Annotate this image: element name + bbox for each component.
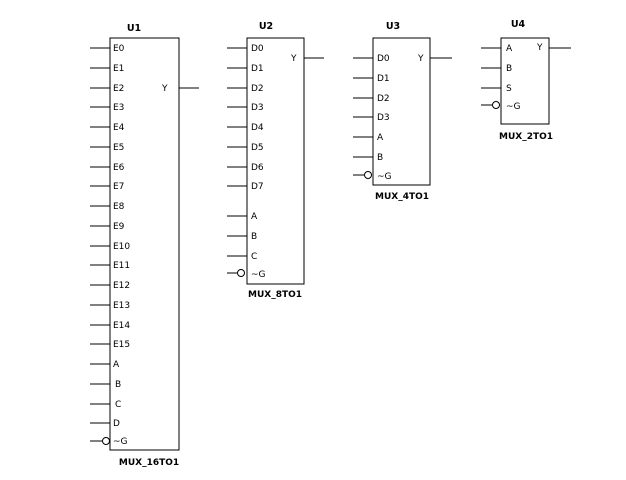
- part-name-u2: MUX_8TO1: [248, 290, 302, 300]
- pin-label: E14: [113, 321, 130, 331]
- component-u1[interactable]: U1 E0 E1 E2 E3 E4 E5 E6 E7 E8 E9: [90, 23, 199, 468]
- pin-label: C: [115, 400, 121, 410]
- pin-label: E6: [113, 163, 125, 173]
- output-pin-label-u2: Y: [290, 54, 297, 64]
- pin-label: D: [113, 419, 120, 429]
- pins-u2: D0 D1 D2 D3 D4 D5 D6 D7 A B C ~G: [227, 44, 266, 280]
- inversion-bubble: [364, 171, 372, 179]
- pin-label: E10: [113, 242, 130, 252]
- pin-label: A: [377, 133, 384, 143]
- pin-label: A: [251, 212, 258, 222]
- pin-label: D6: [251, 163, 264, 173]
- pin-label: A: [506, 44, 513, 54]
- pin-label: D7: [251, 182, 264, 192]
- pin-label: E2: [113, 84, 124, 94]
- pin-label: B: [377, 153, 383, 163]
- pin-label: A: [113, 360, 120, 370]
- pins-u3: D0 D1 D2 D3 A B ~G: [353, 54, 392, 182]
- pin-label: D3: [377, 113, 390, 123]
- pin-label: D2: [377, 94, 390, 104]
- component-body-u3: [372, 37, 431, 186]
- component-body-u2: [246, 37, 305, 285]
- ref-designator-u3: U3: [386, 21, 400, 32]
- part-name-u4: MUX_2TO1: [499, 132, 553, 142]
- pin-label: E13: [113, 301, 130, 311]
- pin-label: B: [251, 232, 257, 242]
- pin-label: E4: [113, 123, 125, 133]
- pin-label: D4: [251, 123, 264, 133]
- part-name-u3: MUX_4TO1: [375, 192, 429, 202]
- pin-label: ~G: [506, 102, 521, 112]
- inversion-bubble: [237, 269, 245, 277]
- part-name-u1: MUX_16TO1: [119, 458, 179, 468]
- pin-label: D2: [251, 84, 264, 94]
- output-pin-label-u4: Y: [536, 43, 543, 53]
- pin-label: D5: [251, 143, 264, 153]
- pin-label: B: [115, 380, 121, 390]
- component-u2[interactable]: U2 D0 D1 D2 D3 D4 D5 D6 D7 A B C: [227, 21, 324, 300]
- pin-label: E5: [113, 143, 124, 153]
- pin-label: E9: [113, 222, 125, 232]
- pin-label: ~G: [113, 437, 128, 447]
- output-pin-label-u1: Y: [161, 84, 168, 94]
- pin-label: D1: [251, 64, 264, 74]
- component-body-u1: [109, 37, 180, 451]
- pin-label: B: [506, 64, 512, 74]
- pins-u1: E0 E1 E2 E3 E4 E5 E6 E7 E8 E9 E10 E11: [90, 44, 130, 447]
- ref-designator-u1: U1: [127, 23, 141, 34]
- pin-label: E8: [113, 202, 125, 212]
- ref-designator-u4: U4: [511, 19, 526, 30]
- inversion-bubble: [492, 101, 500, 109]
- ref-designator-u2: U2: [259, 21, 273, 32]
- inversion-bubble: [102, 437, 110, 445]
- component-u3[interactable]: U3 D0 D1 D2 D3 A B ~G Y MUX_4TO1: [353, 21, 452, 202]
- pin-label: D0: [251, 44, 264, 54]
- pin-label: E1: [113, 64, 124, 74]
- pin-label: ~G: [251, 270, 266, 280]
- pin-label: D3: [251, 103, 264, 113]
- output-pin-label-u3: Y: [417, 54, 424, 64]
- pin-label: D1: [377, 74, 390, 84]
- pin-label: E0: [113, 44, 125, 54]
- pin-label: D0: [377, 54, 390, 64]
- pin-label: E15: [113, 340, 130, 350]
- pins-u4: A B S ~G: [481, 44, 521, 112]
- component-body-u4: [500, 37, 550, 125]
- component-u4[interactable]: U4 A B S ~G Y MUX_2TO1: [481, 19, 571, 142]
- pin-label: E3: [113, 103, 124, 113]
- pin-label: ~G: [377, 172, 392, 182]
- pin-label: E7: [113, 182, 124, 192]
- pin-label: S: [506, 84, 512, 94]
- pin-label: C: [251, 252, 257, 262]
- pin-label: E12: [113, 281, 130, 291]
- pin-label: E11: [113, 261, 130, 271]
